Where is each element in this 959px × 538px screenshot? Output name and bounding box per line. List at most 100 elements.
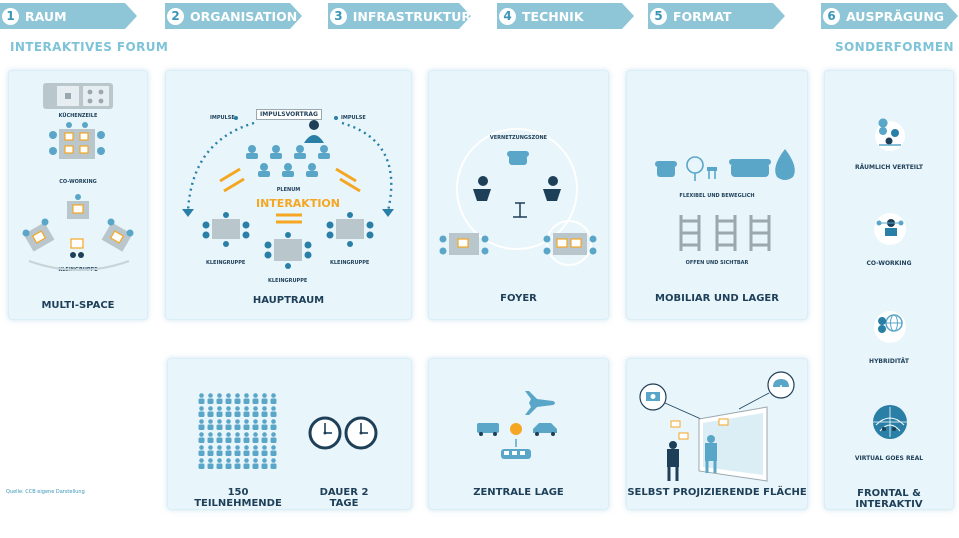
person-icon <box>252 393 259 404</box>
step-number: 4 <box>499 8 516 25</box>
person-icon <box>252 432 259 443</box>
card-label-zentrale-lage: ZENTRALE LAGE <box>473 487 564 498</box>
card-sonderformen: RÄUMLICH VERTEILT CO-WORKING HYBRIDITÄT … <box>824 70 954 510</box>
interaktion-label: INTERAKTION <box>256 197 340 210</box>
impulse-left-label: IMPULSE <box>210 115 235 121</box>
person-icon <box>198 445 205 456</box>
impulse-arcs <box>182 116 394 217</box>
person-icon <box>243 445 250 456</box>
person-icon <box>207 419 214 430</box>
person-icon <box>207 432 214 443</box>
person-icon <box>234 445 241 456</box>
person-icon <box>270 406 277 417</box>
person-icon <box>216 458 223 469</box>
person-icon <box>270 419 277 430</box>
person-icon <box>198 432 205 443</box>
person-icon <box>243 406 250 417</box>
coworking-icon <box>49 122 105 159</box>
step-number: 2 <box>167 8 184 25</box>
step-label: ORGANISATION <box>190 8 298 24</box>
offen-label: OFFEN UND SICHTBAR <box>685 260 749 266</box>
step-label: FORMAT <box>673 8 732 24</box>
card-projection: SELBST PROJIZIERENDE FLÄCHE <box>626 358 808 510</box>
kleingruppe-mid-label: KLEINGRUPPE <box>268 278 308 284</box>
person-icon <box>207 458 214 469</box>
hybrid-globe-icon <box>874 311 906 343</box>
kitchen-label: KÜCHENZEILE <box>58 113 98 119</box>
step-number: 1 <box>2 8 19 25</box>
card-participants-duration: 150 TEILNEHMENDE DAUER 2 TAGE <box>167 358 412 510</box>
kleingruppe-left-label: KLEINGRUPPE <box>206 260 246 266</box>
person-icon <box>216 432 223 443</box>
card-foyer: VERNETZUNGSZONE FOYER <box>428 70 609 320</box>
person-icon <box>270 432 277 443</box>
card-multi-space: KÜCHENZEILE CO-WORKING KLEINGRUPPE MULTI… <box>8 70 148 320</box>
kitchen-icon <box>43 83 113 109</box>
auspraegung-item-3: VIRTUAL GOES REAL <box>854 455 924 462</box>
plenum-audience-icon <box>246 145 330 177</box>
step-number: 6 <box>823 8 840 25</box>
person-icon <box>234 432 241 443</box>
person-icon <box>270 393 277 404</box>
coworking-label: CO-WORKING <box>59 179 97 185</box>
card-label-mobiliar: MOBILIAR UND LAGER <box>655 293 779 304</box>
person-icon <box>216 406 223 417</box>
kleingruppe-right-label: KLEINGRUPPE <box>330 260 370 266</box>
card-label-multi-space: MULTI-SPACE <box>41 300 115 311</box>
person-icon <box>252 458 259 469</box>
step-label: RAUM <box>25 8 67 24</box>
card-label-hauptraum: HAUPTRAUM <box>252 295 325 306</box>
small-group-right-icon <box>326 212 374 247</box>
projection-scene-icon <box>639 371 795 482</box>
person-icon <box>243 419 250 430</box>
interaction-stripes-right <box>335 167 361 193</box>
duration-label: DAUER 2 TAGE <box>319 487 369 509</box>
card-hauptraum: IMPULSE IMPULSE IMPULSVORTRAG PLENUM INT… <box>165 70 412 320</box>
card-label-sonderformen: FRONTAL & INTERAKTIV <box>855 488 923 510</box>
person-icon <box>225 445 232 456</box>
person-icon <box>207 406 214 417</box>
auspraegung-item-1: CO-WORKING <box>866 260 912 267</box>
participants-grid-icon <box>198 393 277 469</box>
person-icon <box>225 458 232 469</box>
person-icon <box>216 393 223 404</box>
small-group-mid-icon <box>264 232 312 269</box>
person-icon <box>198 419 205 430</box>
person-icon <box>234 406 241 417</box>
person-icon <box>261 393 268 404</box>
person-icon <box>261 432 268 443</box>
person-icon <box>270 445 277 456</box>
impulsvortrag-banner: IMPULSVORTRAG <box>256 109 322 120</box>
person-icon <box>261 406 268 417</box>
room-arc <box>28 259 130 272</box>
person-icon <box>234 458 241 469</box>
auspraegung-item-2: HYBRIDITÄT <box>869 358 909 365</box>
virtual-reality-icon <box>873 405 907 439</box>
person-icon <box>270 458 277 469</box>
spatially-distributed-icon <box>875 118 905 151</box>
step-number: 3 <box>330 8 347 25</box>
location-transport-icons <box>477 391 557 459</box>
interaction-stripes-left <box>219 167 245 193</box>
speaker-icon <box>304 120 324 143</box>
impulse-right-label: IMPULSE <box>341 115 366 121</box>
foyer-network-diagram <box>439 128 597 266</box>
person-icon <box>216 419 223 430</box>
shelves-icon <box>679 215 771 251</box>
person-icon <box>243 393 250 404</box>
auspraegung-item-0: RÄUMLICH VERTEILT <box>855 164 923 171</box>
furniture-icons <box>655 149 795 181</box>
flexibel-label: FLEXIBEL UND BEWEGLICH <box>679 193 755 199</box>
person-icon <box>261 419 268 430</box>
plenum-label: PLENUM <box>276 187 301 193</box>
person-icon <box>252 419 259 430</box>
interaction-stripes-center <box>276 213 302 224</box>
coworking-person-icon <box>874 213 906 245</box>
person-icon <box>207 445 214 456</box>
step-raum: 1 RAUM <box>0 3 137 29</box>
vernetzungszone-label: VERNETZUNGSZONE <box>489 135 548 141</box>
